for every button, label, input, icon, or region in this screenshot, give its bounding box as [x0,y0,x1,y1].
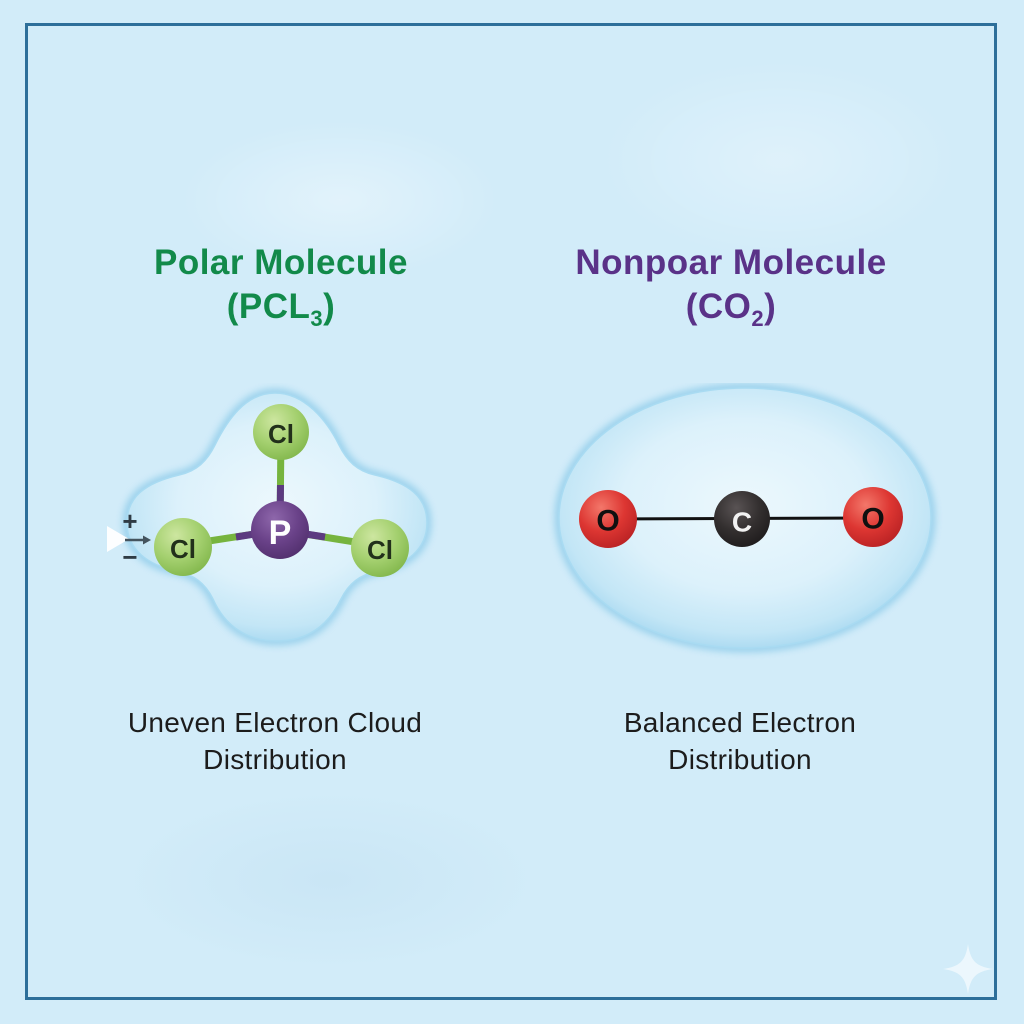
pcl3-molecule-diagram: Cl Cl Cl P + − [107,389,431,645]
nonpolar-formula-close: ) [764,287,777,326]
plus-charge-label: + [122,506,137,536]
sparkle-shape [943,944,993,994]
nonpolar-caption-line1: Balanced Electron [623,707,857,738]
cl-atom-right: Cl [351,519,409,577]
polar-title: Polar Molecule (PCL3) [96,241,466,331]
nonpolar-formula-subscript: 2 [751,306,765,331]
cl-atom-top-label: Cl [268,419,294,449]
background-wisp [600,60,960,260]
nonpolar-caption-line2: Distribution [668,744,812,775]
nonpolar-formula-open: (CO [685,287,752,326]
p-atom-label: P [269,514,292,552]
minus-charge-label: − [122,542,137,572]
cl-atom-left-circle [154,518,212,576]
c-atom-label: C [732,507,752,538]
nonpolar-title-line1: Nonpoar Molecule [575,243,887,282]
cl-atom-top-circle [253,404,309,460]
background-wisp [120,790,540,970]
p-atom-center: P [251,501,309,559]
polar-formula-close: ) [323,287,336,326]
dipole-charge-marker: + − [107,506,151,572]
c-atom-center: C [714,491,770,547]
nonpolar-caption: Balanced Electron Distribution [555,704,925,778]
polar-caption-line1: Uneven Electron Cloud [127,707,423,738]
o-atom-right-circle [843,487,903,547]
polar-caption-line2: Distribution [203,744,347,775]
cl-atom-right-circle [351,519,409,577]
polar-caption: Uneven Electron Cloud Distribution [90,704,460,778]
o-atom-left-circle [579,490,637,548]
polar-title-line1: Polar Molecule [153,243,409,282]
o-atom-left-label: O [596,505,619,538]
dipole-arrow-head-icon [143,535,151,545]
p-atom-circle [251,501,309,559]
dipole-triangle-icon [107,526,129,552]
o-atom-right-label: O [861,503,884,536]
o-atom-left: O [579,490,637,548]
polar-formula-open: (PCL [226,287,311,326]
nonpolar-title: Nonpoar Molecule (CO2) [546,241,916,331]
cl-atom-top: Cl [253,404,309,460]
cl-atom-right-label: Cl [367,535,393,565]
c-atom-circle [714,491,770,547]
o-atom-right: O [843,487,903,547]
cl-atom-left-label: Cl [170,534,196,564]
sparkle-icon [943,944,993,994]
co2-molecule-diagram: O O C [555,384,935,652]
polar-formula-subscript: 3 [310,306,324,331]
polar-title-formula: (PCL3) [96,285,466,331]
nonpolar-title-formula: (CO2) [546,285,916,331]
cl-atom-left: Cl [154,518,212,576]
